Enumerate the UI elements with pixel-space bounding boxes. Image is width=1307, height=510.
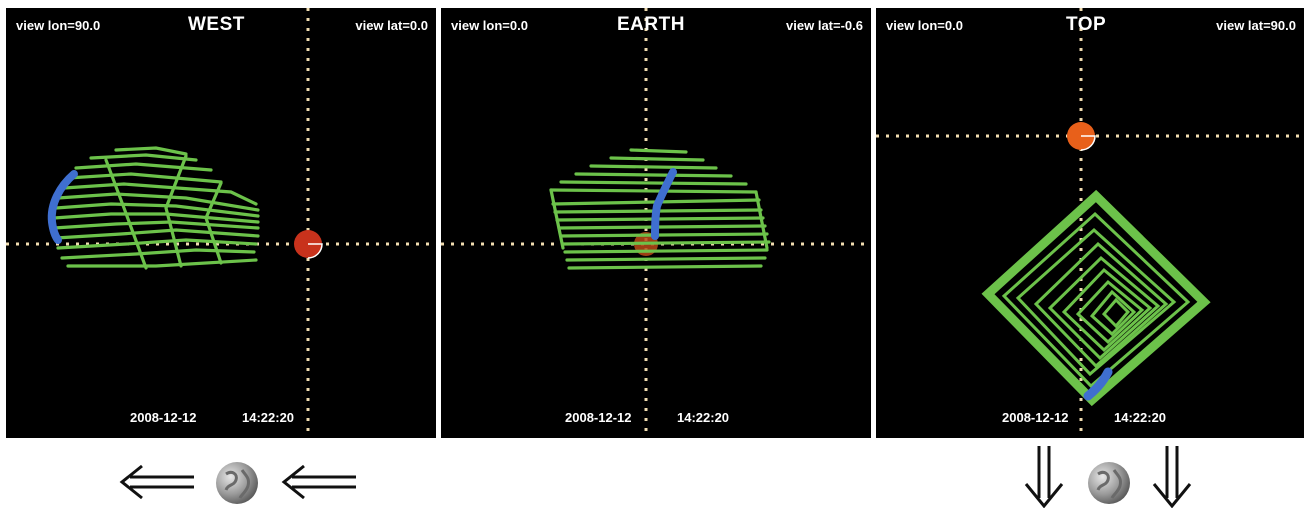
earth-icon (216, 462, 258, 504)
date-label: 2008-12-12 (565, 410, 632, 425)
mesh-structure (52, 146, 260, 270)
view-lon-label: view lon=90.0 (16, 18, 101, 33)
panel-title: EARTH (617, 14, 685, 35)
trajectory-path (47, 170, 78, 244)
earth-icon (1088, 462, 1130, 504)
view-lat-label: view lat=0.0 (355, 18, 428, 33)
trajectory-path (1083, 367, 1113, 401)
panel-top-view: view lon=0.0 TOP view lat=90.0 2008-12-1… (876, 8, 1304, 438)
date-label: 2008-12-12 (1002, 410, 1069, 425)
mesh-structure (981, 189, 1211, 407)
double-arrow-down-icon (1152, 446, 1192, 508)
earth-plot (441, 8, 871, 438)
double-arrow-left-icon (281, 464, 356, 500)
panel-earth-view: view lon=0.0 EARTH view lat=-0.6 2008-12… (441, 8, 871, 438)
top-plot (876, 8, 1304, 438)
time-label: 14:22:20 (677, 410, 730, 425)
date-label: 2008-12-12 (130, 410, 197, 425)
trajectory-path (651, 168, 677, 240)
mesh-structure (549, 148, 771, 270)
view-lon-label: view lon=0.0 (886, 18, 963, 33)
time-label: 14:22:20 (1114, 410, 1167, 425)
double-arrow-down-icon (1024, 446, 1064, 508)
view-lon-label: view lon=0.0 (451, 18, 528, 33)
panel-title: TOP (1066, 14, 1107, 35)
panel-title: WEST (188, 14, 245, 35)
west-plot (6, 8, 436, 438)
view-lat-label: view lat=-0.6 (786, 18, 863, 33)
time-label: 14:22:20 (242, 410, 295, 425)
view-lat-label: view lat=90.0 (1216, 18, 1296, 33)
double-arrow-left-icon (119, 464, 194, 500)
panel-west-view: view lon=90.0 WEST view lat=0.0 2008-12-… (6, 8, 436, 438)
